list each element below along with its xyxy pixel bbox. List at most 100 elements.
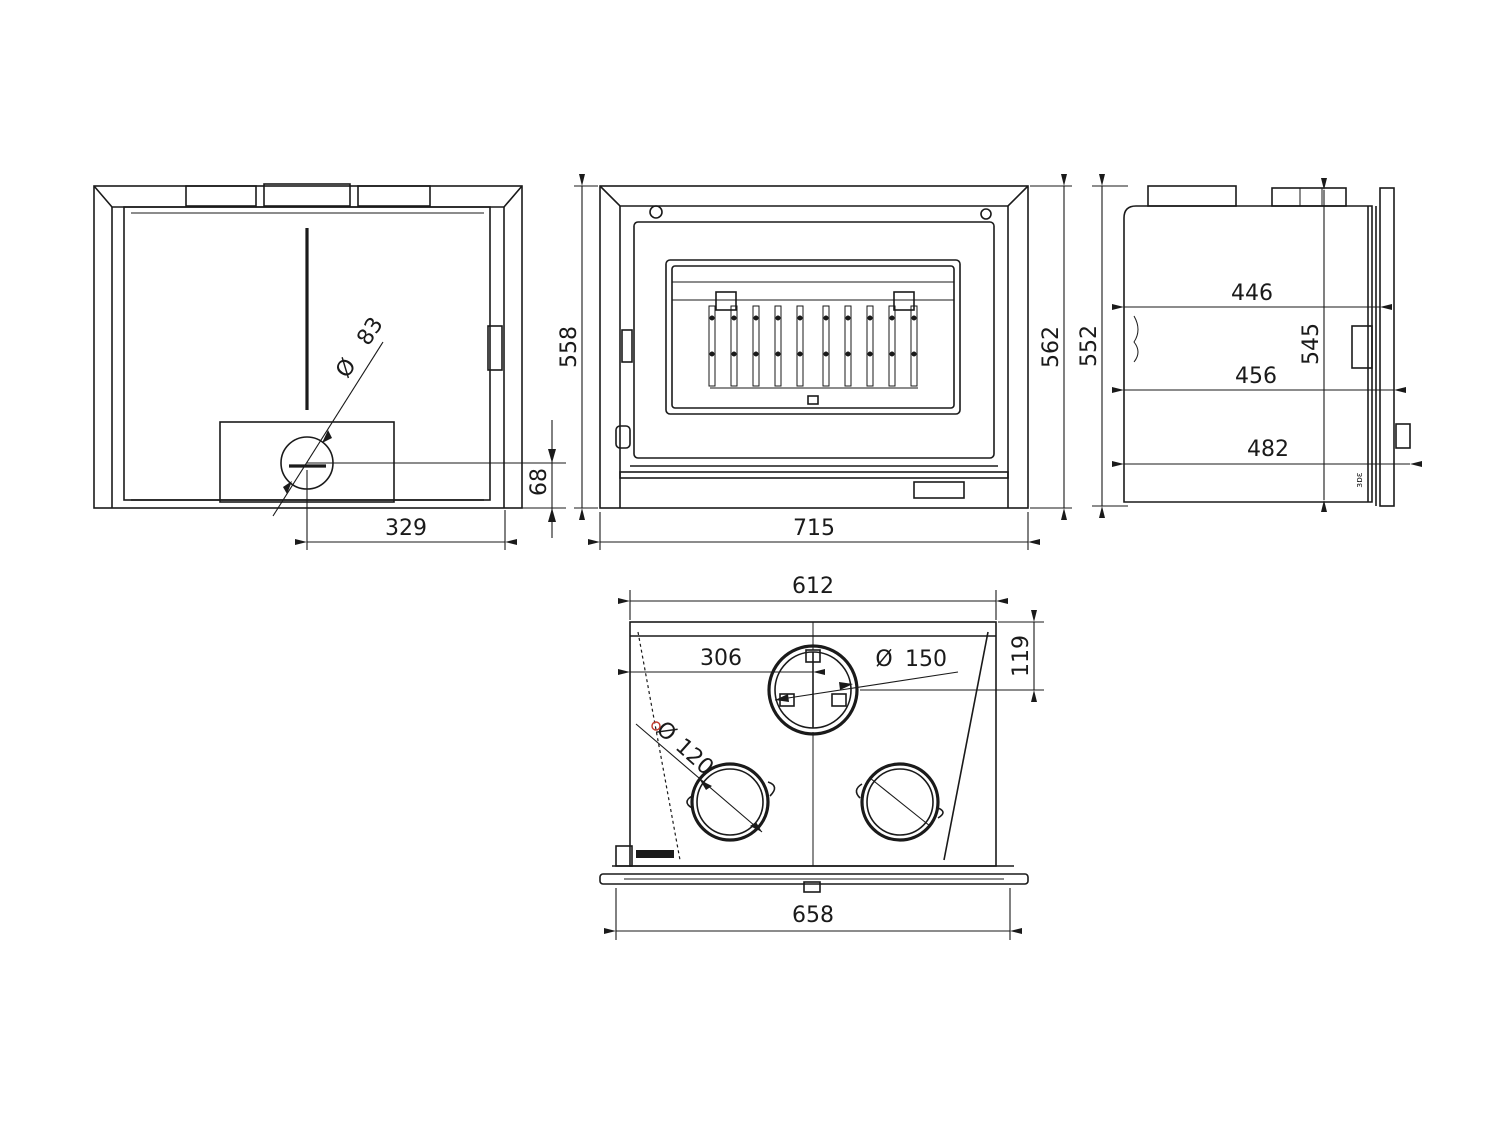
grate-bar-9-rivet-1 <box>889 315 895 321</box>
grate-bar-4-rivet-1 <box>775 315 781 321</box>
top-left-label-bar <box>636 850 674 858</box>
side-552-label: 552 <box>1077 325 1102 367</box>
front-handle <box>615 425 631 449</box>
top-120-label: 120 <box>670 734 718 781</box>
rear-diameter-arrow-bottom <box>283 481 292 494</box>
side-hinge-block <box>1351 325 1373 369</box>
front-hinge <box>621 329 633 363</box>
top-658-label: 658 <box>792 903 834 928</box>
top-120-arrow-b <box>750 822 762 832</box>
grate-bar-3 <box>752 305 760 387</box>
top-duct-right-ear-l <box>855 783 863 799</box>
grate-bar-4-rivet-2 <box>775 351 781 357</box>
grate-bar-7-rivet-2 <box>845 351 851 357</box>
grate-bar-3-rivet-2 <box>753 351 759 357</box>
rear-68-arrow-bottom <box>548 508 556 522</box>
top-front-handle <box>803 881 821 893</box>
top-left-taper <box>637 631 681 861</box>
front-view: 558 715 562 <box>557 174 1072 550</box>
top-612-label: 612 <box>792 574 834 599</box>
rear-diameter-value: 83 <box>352 313 388 350</box>
grate-bar-7-rivet-1 <box>845 315 851 321</box>
top-duct-right-diag <box>869 777 931 827</box>
top-119-label: 119 <box>1009 635 1034 677</box>
rear-top-tab-left <box>185 185 257 207</box>
rear-top-tab-center <box>263 183 351 207</box>
grate-bar-5-rivet-1 <box>797 315 803 321</box>
side-small-mark: ɜɒɛ <box>1355 472 1365 487</box>
side-545-label: 545 <box>1299 323 1324 365</box>
grate-bar-3-rivet-1 <box>753 315 759 321</box>
grate-bar-2-rivet-1 <box>731 315 737 321</box>
top-120-arrow-a <box>700 780 712 790</box>
rear-68-arrow-top <box>548 449 556 463</box>
top-flue-clip-right <box>831 693 847 707</box>
side-front-frame <box>1379 187 1395 507</box>
rear-329-label: 329 <box>385 516 427 541</box>
top-flue-clip-top <box>805 649 821 663</box>
grate-bar-5 <box>796 305 804 387</box>
grate-bar-1-rivet-1 <box>709 315 715 321</box>
front-grate-clip-right <box>893 291 915 311</box>
top-150-arrow-left <box>775 694 789 702</box>
top-duct-left-ear-l <box>686 795 693 809</box>
rear-outer-frame <box>93 185 523 509</box>
top-right-taper <box>943 631 989 861</box>
top-120-leader <box>635 723 763 833</box>
grate-bar-6-rivet-1 <box>823 315 829 321</box>
front-logo-mark <box>807 395 819 405</box>
rear-side-bracket <box>487 325 503 371</box>
top-306-label: 306 <box>700 646 742 671</box>
rear-top-tab-right <box>357 185 431 207</box>
top-duct-right-collar <box>860 762 940 842</box>
top-view: 612 306 Ø 150 119 <box>599 574 1044 940</box>
grate-bar-6 <box>822 305 830 387</box>
top-accent-dot <box>651 721 661 731</box>
rear-68-label: 68 <box>527 468 552 496</box>
front-label-plate <box>913 481 965 499</box>
side-top-collar <box>1271 187 1347 207</box>
front-grate-clip-left <box>715 291 737 311</box>
top-duct-left-ear-r <box>767 781 776 797</box>
grate-bar-8-rivet-1 <box>867 315 873 321</box>
rear-top-bevel <box>93 185 523 208</box>
front-558-label: 558 <box>557 326 582 368</box>
top-front-frame <box>599 873 1029 885</box>
front-562-label: 562 <box>1039 326 1064 368</box>
rear-diameter-symbol: Ø <box>331 354 361 382</box>
side-view: 552 ɜɒɛ 545 446 456 482 <box>1077 174 1422 518</box>
side-446-label: 446 <box>1231 281 1273 306</box>
rear-view: Ø 83 68 329 <box>93 183 566 550</box>
top-duct-right-ear-r <box>937 807 944 819</box>
front-glass <box>665 259 961 415</box>
top-150-arrow-right <box>839 682 853 690</box>
front-top-bevel <box>599 185 1029 207</box>
front-grate-bars <box>708 305 918 387</box>
top-150-leader <box>774 671 959 701</box>
front-ash-tray <box>619 471 1009 479</box>
front-715-label: 715 <box>793 516 835 541</box>
front-door <box>633 221 995 459</box>
side-456-label: 456 <box>1235 364 1277 389</box>
front-outer-frame <box>599 185 1029 509</box>
grate-bar-2-rivet-2 <box>731 351 737 357</box>
top-120-symbol: Ø <box>651 717 681 747</box>
top-duct-left-collar <box>690 762 770 842</box>
side-body <box>1123 205 1373 503</box>
top-flue-collar <box>767 644 859 736</box>
grate-bar-8 <box>866 305 874 387</box>
grate-bar-9-rivet-2 <box>889 351 895 357</box>
grate-bar-10-rivet-2 <box>911 351 917 357</box>
rear-diameter-arrow-top <box>322 430 332 443</box>
side-482-label: 482 <box>1247 437 1289 462</box>
grate-bar-8-rivet-2 <box>867 351 873 357</box>
front-top-screw <box>980 208 992 220</box>
front-top-knob <box>649 205 663 219</box>
grate-bar-5-rivet-2 <box>797 351 803 357</box>
grate-bar-6-rivet-2 <box>823 351 829 357</box>
grate-bar-10-rivet-1 <box>911 315 917 321</box>
side-break-line <box>1133 315 1139 363</box>
grate-bar-4 <box>774 305 782 387</box>
top-duct-left-inner <box>696 768 764 836</box>
